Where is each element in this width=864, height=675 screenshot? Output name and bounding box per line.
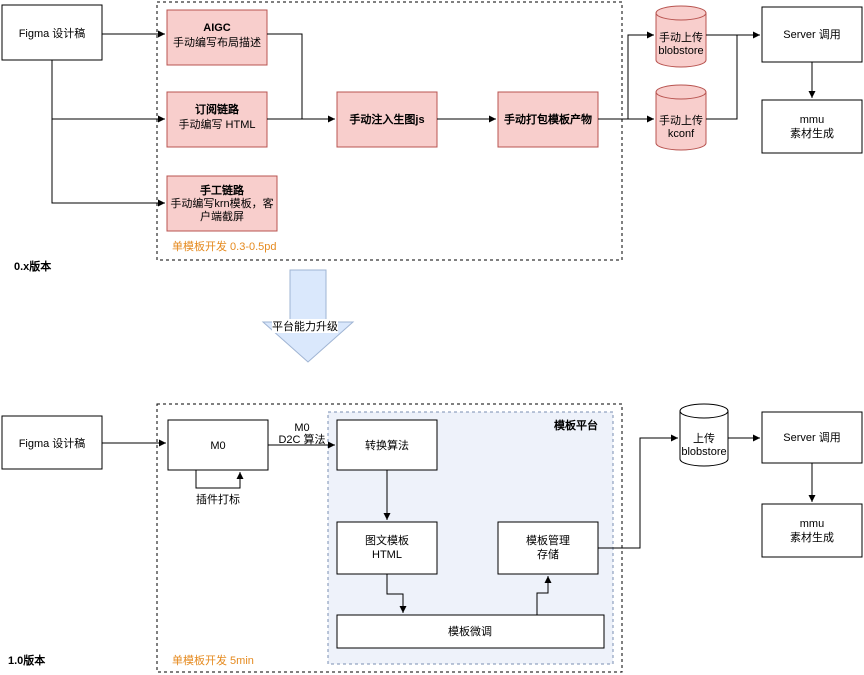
- v1-server-label: Server 调用: [783, 431, 840, 444]
- v0-version-label: 0.x版本: [14, 259, 51, 273]
- v1-tune-label: 模板微调: [448, 624, 492, 638]
- v1-server-box[interactable]: [761, 411, 863, 464]
- v1-edge-m0-label: M0: [294, 422, 309, 434]
- v1-mmu-label-2: 素材生成: [790, 530, 834, 544]
- upgrade-label-bg: [272, 319, 338, 333]
- v1-template-box[interactable]: [336, 521, 438, 575]
- v1-figma-label: Figma 设计稿: [19, 436, 86, 450]
- v1-tune-box[interactable]: [336, 614, 605, 649]
- v1-group-frame: [156, 403, 623, 673]
- v0-manual-box[interactable]: [166, 175, 278, 232]
- v1-convert-label: 转换算法: [365, 438, 409, 452]
- v0-aigc-title: AIGC: [203, 22, 231, 34]
- v1-mmu-label-1: mmu: [800, 518, 824, 530]
- v1-blobstore-label-2: blobstore: [681, 446, 726, 458]
- v1-blobstore-label-1: 上传: [693, 432, 715, 445]
- v1-connectors: [102, 434, 816, 615]
- v0-kconf-label-1: 手动上传: [659, 113, 703, 127]
- v0-subscription-desc: 手动编写 HTML: [179, 117, 256, 131]
- v1-blobstore-cylinder[interactable]: [679, 403, 729, 467]
- v0-subscription-box[interactable]: [166, 91, 268, 148]
- v1-edge-d2c-label: D2C 算法: [278, 432, 325, 446]
- v0-group-label: 单模板开发 0.3-0.5pd: [172, 239, 277, 253]
- v1-plugin-label: 插件打标: [196, 492, 240, 506]
- v0-pack-box[interactable]: [497, 91, 599, 148]
- v0-server-box[interactable]: [761, 6, 863, 63]
- upgrade-arrow: [261, 269, 355, 363]
- upgrade-label: 平台能力升级: [272, 319, 338, 333]
- v0-aigc-desc: 手动编写布局描述: [173, 35, 261, 49]
- v1-manage-label-1: 模板管理: [526, 533, 570, 547]
- v0-group-frame: [156, 1, 623, 261]
- v0-inject-label: 手动注入生图js: [349, 112, 424, 126]
- v0-mmu-label-2: 素材生成: [790, 126, 834, 140]
- v0-subscription-title: 订阅链路: [195, 102, 240, 116]
- v1-template-label-1: 图文模板: [365, 533, 409, 547]
- v0-figma-label: Figma 设计稿: [19, 26, 86, 40]
- v0-manual-title: 手工链路: [200, 183, 245, 197]
- v0-blobstore-cylinder[interactable]: [655, 5, 707, 68]
- v1-manage-box[interactable]: [497, 521, 599, 575]
- v0-manual-desc-1: 手动编写krn模板，客: [170, 196, 273, 210]
- v0-mmu-label-1: mmu: [800, 114, 824, 126]
- v1-m0-label: M0: [210, 440, 225, 452]
- v1-m0-box[interactable]: [167, 419, 269, 471]
- v0-server-label: Server 调用: [783, 28, 840, 41]
- v1-mmu-box[interactable]: [761, 503, 863, 558]
- v0-manual-desc-2: 户端截屏: [200, 209, 244, 223]
- v1-figma-box[interactable]: [1, 415, 103, 470]
- v0-aigc-box[interactable]: [166, 9, 268, 66]
- v1-template-label-2: HTML: [372, 549, 402, 561]
- v1-group-label: 单模板开发 5min: [172, 653, 254, 667]
- v1-platform-title: 模板平台: [554, 418, 598, 432]
- v0-blobstore-label-1: 手动上传: [659, 30, 703, 44]
- v0-blobstore-label-2: blobstore: [658, 45, 703, 57]
- v0-pack-label: 手动打包模板产物: [504, 112, 592, 126]
- v0-connectors: [51, 30, 816, 207]
- v0-kconf-cylinder[interactable]: [655, 84, 707, 151]
- v0-kconf-label-2: kconf: [668, 128, 695, 140]
- v1-version-label: 1.0版本: [8, 653, 45, 667]
- v0-mmu-box[interactable]: [761, 99, 863, 154]
- v1-manage-label-2: 存储: [537, 547, 559, 561]
